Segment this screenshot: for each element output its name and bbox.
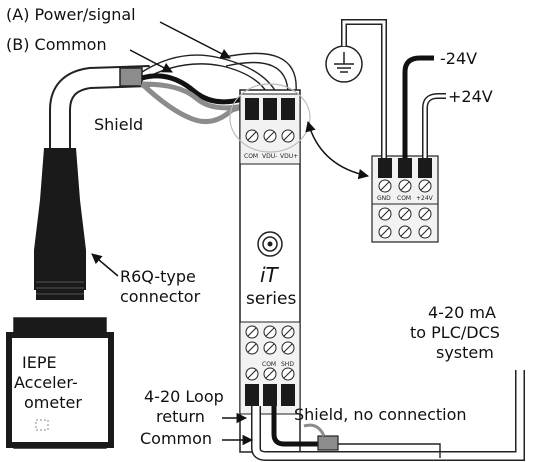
label-loop-1: 4-20 Loop <box>144 387 224 406</box>
term-top-com: COM <box>244 153 258 160</box>
accel-label-3: ometer <box>24 393 82 412</box>
power-signal-arrow <box>159 21 231 59</box>
term-top-vdu-minus: VDU- <box>262 153 277 160</box>
label-ma-3: system <box>436 343 494 362</box>
shield-stub <box>317 435 339 451</box>
power-terminal-block <box>371 155 439 243</box>
label-ma-1: 4-20 mA <box>428 303 496 322</box>
label-ma-2: to PLC/DCS <box>410 323 500 342</box>
label-neg24: -24V <box>440 49 477 68</box>
top-terminal-highlight <box>229 83 311 153</box>
shield-wire <box>140 82 247 125</box>
term-power-24v: +24V <box>416 195 434 202</box>
bnc-connector-icon <box>257 231 283 257</box>
output-cable <box>252 370 524 460</box>
label-shield: Shield <box>94 115 143 134</box>
series-label-word: series <box>246 289 296 309</box>
term-power-com: COM <box>397 195 411 202</box>
label-connector-1: R6Q-type <box>120 267 196 286</box>
common-arrow <box>129 49 173 73</box>
connection-arrow <box>305 120 370 180</box>
label-shield-noconn: Shield, no connection <box>294 405 467 424</box>
label-power-signal: (A) Power/signal <box>6 5 136 24</box>
series-label-it: iT <box>260 263 280 287</box>
label-common-b: (B) Common <box>6 35 107 54</box>
accel-label-1: IEPE <box>22 353 57 372</box>
accel-label-2: Acceler- <box>14 373 78 392</box>
term-power-gnd: GND <box>377 195 391 202</box>
label-pos24: +24V <box>448 87 493 106</box>
it-series-module: COM VDU- VDU+ <box>239 89 301 453</box>
ground-wire <box>342 20 386 158</box>
sensor-cable <box>49 65 151 150</box>
term-bot-com: COM <box>262 361 276 368</box>
label-connector-2: connector <box>120 287 201 306</box>
term-top-vdu-plus: VDU+ <box>280 153 298 160</box>
term-bot-shd: SHD <box>281 361 294 368</box>
accelerometer-body <box>6 317 114 449</box>
label-common-bottom: Common <box>140 429 212 448</box>
label-loop-2: return <box>156 407 205 426</box>
pos24-wire <box>423 94 446 158</box>
connector-arrow <box>91 253 119 277</box>
neg24-wire <box>402 55 434 158</box>
r6q-connector <box>34 148 86 300</box>
ground-icon <box>325 45 363 83</box>
